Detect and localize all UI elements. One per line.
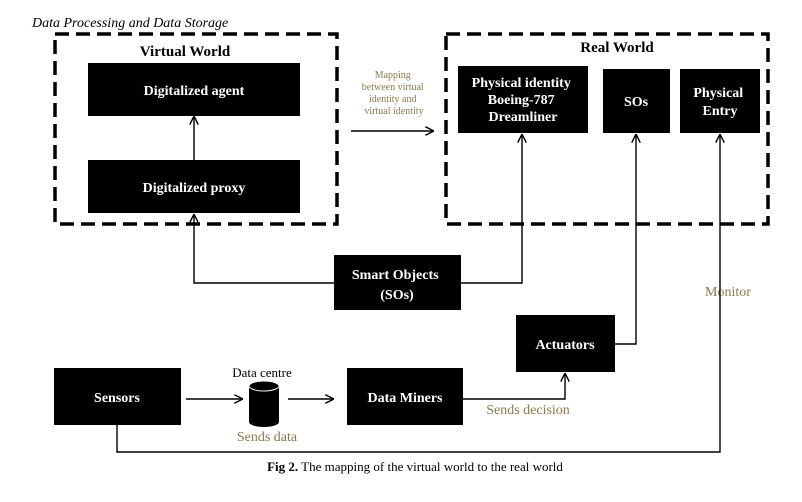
mapping-label: Mapping between virtual identity and vir…: [362, 70, 426, 117]
sos-to-identity-arrow: [461, 135, 522, 284]
sends-decision-label: Sends decision: [486, 403, 570, 418]
sensors-box: [54, 368, 181, 425]
sos-box: [603, 69, 670, 133]
sos-label: SOs: [624, 95, 649, 110]
physical-entry-box: [680, 69, 760, 133]
sensors-to-entry-arrow: [116, 135, 720, 453]
data-miners-box: [347, 368, 463, 425]
header-title: Data Processing and Data Storage: [31, 16, 228, 31]
actuators-box: [516, 315, 615, 372]
actuators-to-sos-arrow: [615, 135, 636, 345]
data-miners-label: Data Miners: [367, 391, 443, 406]
sensors-label: Sensors: [94, 391, 140, 406]
sos-to-proxy-arrow: [194, 215, 334, 284]
smart-objects-box: [334, 255, 461, 310]
figure-caption: Fig 2. The mapping of the virtual world …: [267, 459, 563, 474]
real-world-title: Real World: [580, 40, 654, 56]
data-centre-label: Data centre: [232, 365, 292, 380]
virtual-world-title: Virtual World: [140, 44, 231, 60]
miners-to-actuators-arrow: [463, 374, 565, 400]
physical-entry-label: Physical Entry: [693, 86, 746, 119]
sends-data-label: Sends data: [237, 430, 298, 445]
physical-identity-label: Physical identity Boeing-787 Dreamliner: [472, 76, 575, 125]
digitalized-proxy-box: [88, 160, 300, 213]
actuators-label: Actuators: [535, 338, 595, 353]
physical-identity-box: [458, 66, 588, 133]
monitor-label: Monitor: [705, 285, 751, 300]
digitalized-agent-box: [88, 63, 300, 116]
digitalized-proxy-label: Digitalized proxy: [143, 181, 246, 196]
digitalized-agent-label: Digitalized agent: [144, 84, 245, 99]
smart-objects-label: Smart Objects (SOs): [352, 268, 442, 303]
database-icon: [248, 380, 280, 427]
real-world-frame: [444, 32, 770, 226]
virtual-world-frame: [53, 32, 339, 226]
